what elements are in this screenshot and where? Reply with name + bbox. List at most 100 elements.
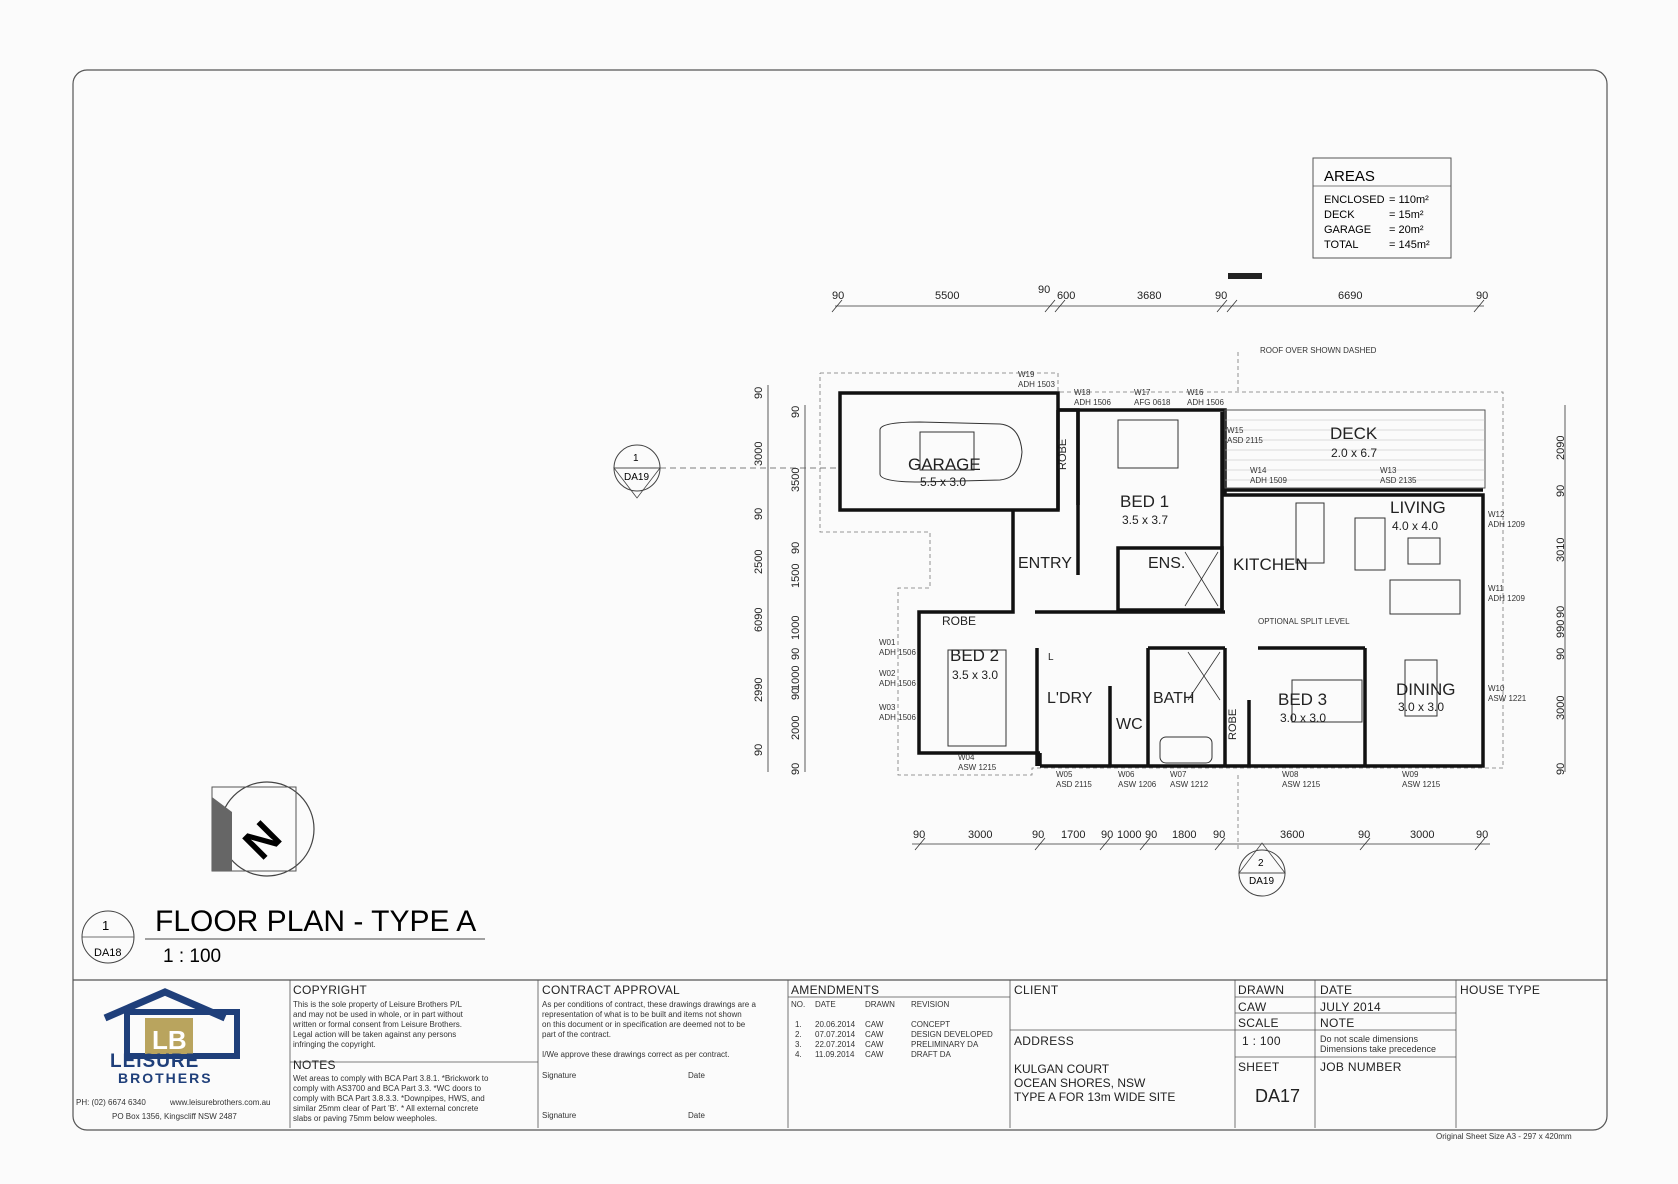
client-title: CLIENT	[1014, 983, 1059, 997]
notes-text: Wet areas to comply with BCA Part 3.8.1.…	[293, 1074, 489, 1123]
room-deck-size: 2.0 x 6.7	[1331, 446, 1378, 460]
drawing-number-marker	[81, 910, 485, 964]
room-linen: L	[1048, 652, 1054, 663]
bed2-furniture	[947, 649, 1007, 747]
bottom-dim-5: 90	[1101, 829, 1113, 841]
dining-table	[1404, 659, 1438, 717]
drawing-ref: DA18	[94, 947, 122, 959]
split-level-note: OPTIONAL SPLIT LEVEL	[1258, 617, 1350, 626]
bottom-dim-12: 3000	[1410, 829, 1434, 841]
room-laundry: L'DRY	[1047, 690, 1093, 707]
coffee-table	[1407, 537, 1441, 565]
right-dim-3: 3010	[1555, 538, 1567, 562]
sofa-2	[1389, 579, 1461, 615]
drawing-scale: 1 : 100	[163, 946, 221, 967]
room-ensuite: ENS.	[1148, 555, 1186, 572]
left-inner-dim-1: 90	[790, 406, 802, 418]
left-inner-dim-10: 90	[790, 763, 802, 775]
left-outer-dim-4: 2500	[753, 550, 765, 574]
contact-po: PO Box 1356, Kingscliff NSW 2487	[112, 1112, 237, 1121]
section-1-num: 1	[633, 453, 639, 464]
room-bed3-size: 3.0 x 3.0	[1280, 711, 1327, 725]
bottom-dim-1: 90	[913, 829, 925, 841]
areas-label-garage: GARAGE	[1324, 224, 1371, 236]
top-dim-6: 90	[1215, 290, 1227, 302]
house-type-label: HOUSE TYPE	[1460, 983, 1541, 997]
bathtub	[1159, 736, 1213, 764]
logo-letters: LB	[152, 1025, 187, 1055]
section-2-num: 2	[1258, 858, 1264, 869]
right-dim-2: 90	[1555, 485, 1567, 497]
room-entry: ENTRY	[1018, 555, 1072, 572]
right-dim-1: 2090	[1555, 436, 1567, 460]
bed1-furniture	[1117, 419, 1179, 469]
drawing-title: FLOOR PLAN - TYPE A	[155, 905, 476, 938]
section-line-2	[1238, 842, 1286, 897]
areas-label-enclosed: ENCLOSED	[1324, 194, 1385, 206]
room-dining: DINING	[1396, 680, 1456, 699]
date-label-2: Date	[688, 1111, 705, 1120]
areas-value-enclosed: = 110m²	[1389, 194, 1429, 206]
room-deck: DECK	[1330, 424, 1378, 443]
section-2-ref: DA19	[1249, 876, 1274, 887]
room-garage-size: 5.5 x 3.0	[920, 475, 967, 489]
contract-approve: I/We approve these drawings correct as p…	[542, 1050, 730, 1059]
room-wc: WC	[1116, 716, 1143, 733]
room-kitchen: KITCHEN	[1233, 555, 1308, 574]
address-label: ADDRESS	[1014, 1034, 1075, 1048]
left-inner-dim-5: 1000	[790, 616, 802, 640]
copyright-text: This is the sole property of Leisure Bro…	[293, 1000, 463, 1049]
right-dim-4: 90	[1555, 606, 1567, 618]
drawn-value: CAW	[1238, 1000, 1267, 1014]
left-inner-dim-6: 90	[790, 648, 802, 660]
left-inner-dim-8: 90	[790, 688, 802, 700]
top-dim-5: 3680	[1137, 290, 1161, 302]
bottom-dim-4: 1700	[1061, 829, 1085, 841]
logo-line1: LEISURE	[110, 1051, 199, 1072]
areas-label-deck: DECK	[1324, 209, 1355, 221]
left-inner-dim-2: 3500	[790, 468, 802, 492]
kitchen-island	[1295, 502, 1325, 564]
scale-label: SCALE	[1238, 1016, 1279, 1030]
signature-label-2: Signature	[542, 1111, 577, 1120]
contract-title: CONTRACT APPROVAL	[542, 983, 681, 997]
room-garage: GARAGE	[908, 455, 981, 474]
room-bed1: BED 1	[1120, 492, 1170, 511]
sheet-border	[72, 69, 1608, 1131]
areas-table: AREAS ENCLOSED = 110m² DECK = 15m² GARAG…	[1312, 157, 1452, 259]
car-symbol	[879, 421, 1023, 483]
svg-text:N: N	[234, 812, 291, 869]
left-outer-dim-3: 90	[753, 508, 765, 520]
drawing-num: 1	[102, 918, 109, 933]
areas-title: AREAS	[1324, 168, 1375, 185]
north-arrow-icon: N	[211, 781, 315, 877]
room-bed3: BED 3	[1278, 690, 1328, 709]
deck-boards	[1225, 419, 1485, 481]
left-outer-dim-2: 3000	[753, 442, 765, 466]
areas-value-deck: = 15m²	[1389, 209, 1424, 221]
leisure-brothers-logo	[103, 988, 240, 1059]
bottom-dim-10: 3600	[1280, 829, 1304, 841]
room-robe-bed3: ROBE	[1227, 708, 1239, 740]
sheet-value: DA17	[1255, 1086, 1301, 1106]
bottom-dim-13: 90	[1476, 829, 1488, 841]
left-outer-dim-1: 90	[753, 387, 765, 399]
section-line-1	[613, 444, 840, 499]
top-dim-7: 6690	[1338, 290, 1362, 302]
room-dining-size: 3.0 x 3.0	[1398, 700, 1445, 714]
